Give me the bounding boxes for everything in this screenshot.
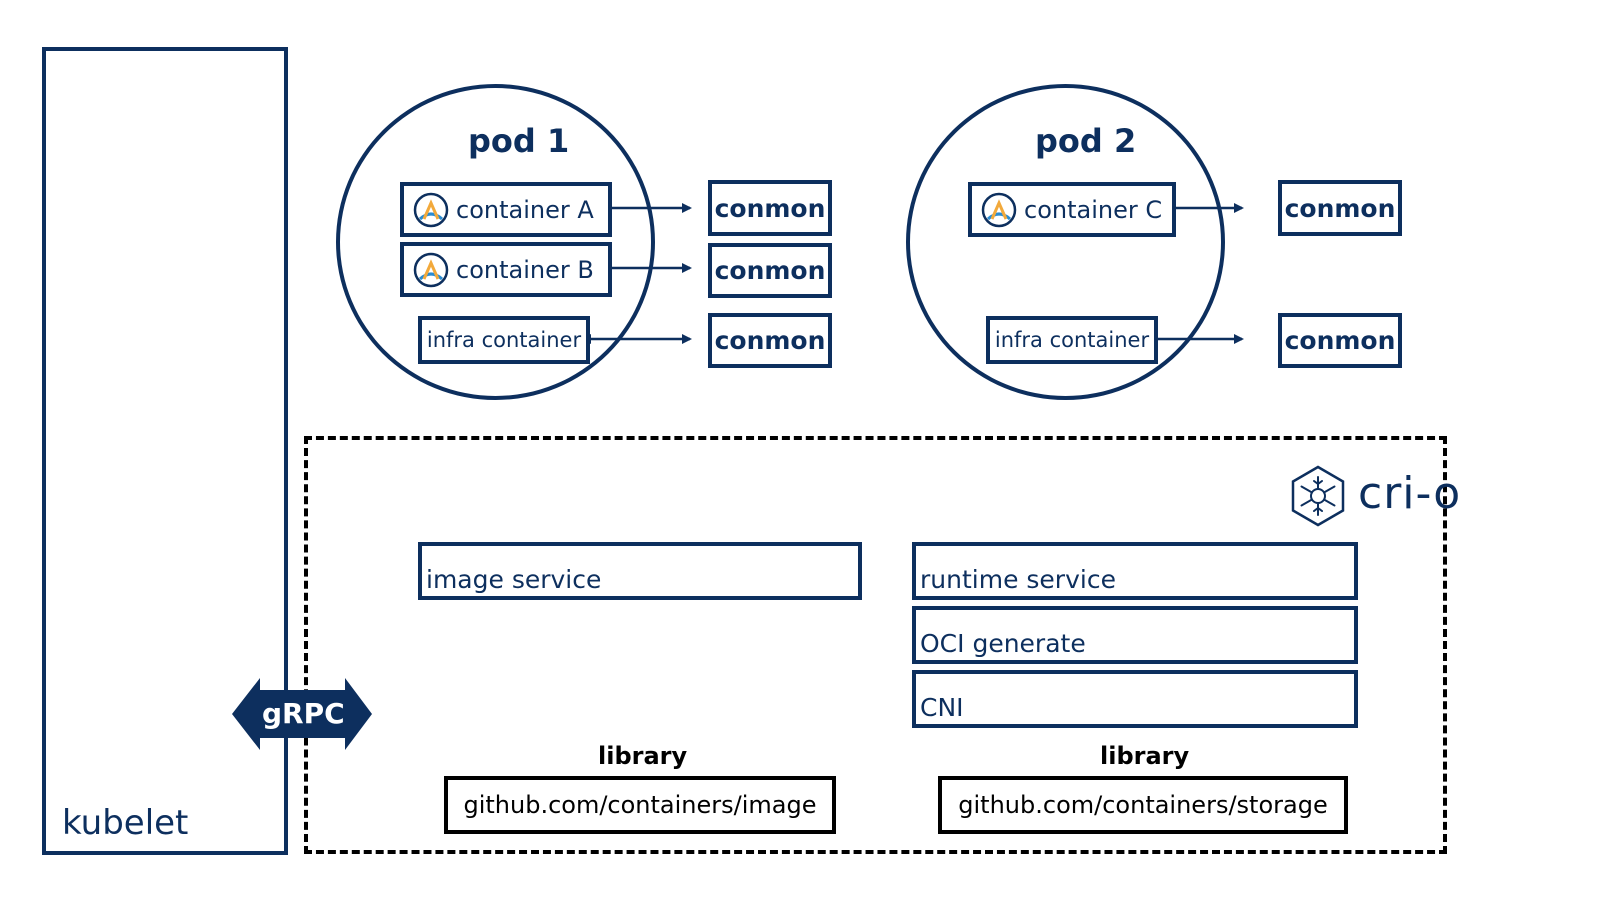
container-b: container B xyxy=(400,242,612,297)
cni-box: CNI xyxy=(912,670,1358,728)
container-b-label: container B xyxy=(456,255,594,284)
oci-generate: OCI generate xyxy=(912,606,1358,664)
container-icon xyxy=(413,252,449,287)
runtime-service: runtime service xyxy=(912,542,1358,600)
container-icon xyxy=(981,192,1017,227)
conmon-pod1-a: conmon xyxy=(708,180,832,236)
conmon-pod1-b: conmon xyxy=(708,243,832,298)
library-heading-storage: library xyxy=(1100,742,1190,770)
snowflake-hexagon-icon xyxy=(1291,465,1345,527)
conmon-pod1-infra: conmon xyxy=(708,313,832,368)
pod2-title: pod 2 xyxy=(1035,122,1137,160)
pod2-circle xyxy=(906,84,1225,400)
crio-boundary xyxy=(304,436,1447,854)
container-c: container C xyxy=(968,182,1176,237)
container-c-label: container C xyxy=(1024,195,1163,224)
container-icon xyxy=(413,192,449,227)
grpc-arrow xyxy=(232,678,372,750)
container-a: container A xyxy=(400,182,612,237)
pod1-circle xyxy=(336,84,655,400)
pod1-title: pod 1 xyxy=(468,122,570,160)
infra-container-pod2: infra container xyxy=(986,316,1158,364)
grpc-label: gRPC xyxy=(262,697,345,730)
kubelet-label: kubelet xyxy=(62,803,189,843)
library-storage: github.com/containers/storage xyxy=(938,776,1348,834)
infra-container-pod1: infra container xyxy=(418,316,590,364)
image-service: image service xyxy=(418,542,862,600)
crio-logo-text: cri-o xyxy=(1358,468,1462,519)
conmon-pod2-infra: conmon xyxy=(1278,313,1402,368)
conmon-pod2-c: conmon xyxy=(1278,180,1402,236)
kubelet-box: kubelet xyxy=(42,47,288,855)
container-a-label: container A xyxy=(456,195,594,224)
library-image: github.com/containers/image xyxy=(444,776,836,834)
library-heading-image: library xyxy=(598,742,688,770)
